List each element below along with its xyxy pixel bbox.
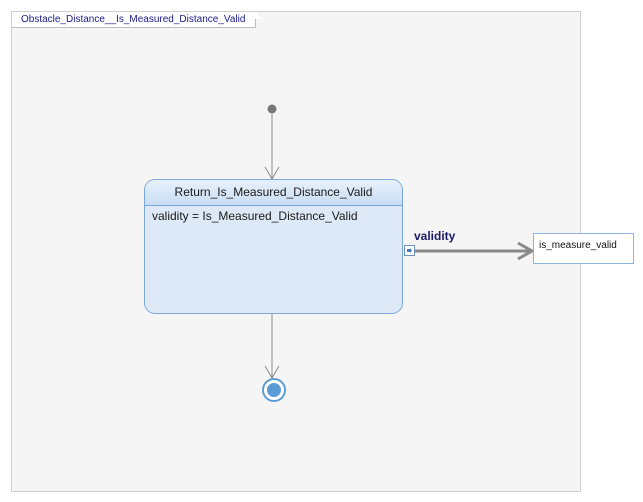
action-body-text: validity = Is_Measured_Distance_Valid — [152, 209, 358, 223]
pin-label: validity — [414, 229, 456, 243]
final-node-inner — [267, 383, 281, 397]
object-flow-arrowhead — [517, 241, 536, 261]
arrowhead-final — [264, 365, 280, 379]
frame-title: Obstacle_Distance__Is_Measured_Distance_… — [12, 11, 263, 28]
action-node[interactable]: Return_Is_Measured_Distance_Valid validi… — [144, 179, 403, 314]
initial-node[interactable] — [267, 104, 277, 114]
pin-arrow-icon — [407, 248, 412, 253]
target-object[interactable]: is_measure_valid — [533, 233, 634, 264]
action-title: Return_Is_Measured_Distance_Valid — [145, 180, 402, 206]
output-pin[interactable] — [404, 245, 415, 256]
